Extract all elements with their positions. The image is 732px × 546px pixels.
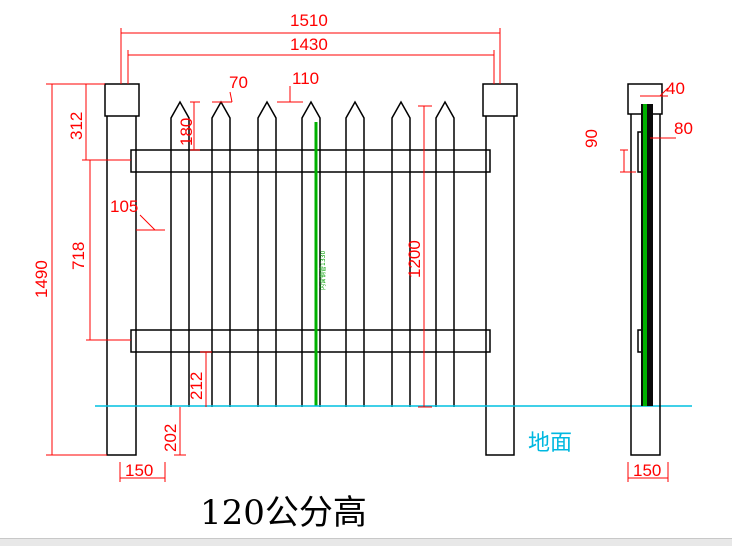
picket [435, 100, 455, 407]
dim-side-picket: 80 [674, 119, 693, 138]
dim-side-post-width: 150 [633, 461, 661, 480]
left-post [104, 83, 140, 456]
dim-buried-depth: 202 [161, 424, 180, 452]
dim-total-width: 1510 [290, 11, 328, 30]
picket [170, 100, 190, 407]
drawing-caption: 120公分高 [200, 493, 367, 533]
right-post [482, 83, 518, 456]
picket [345, 100, 365, 407]
top-rail [130, 149, 491, 173]
dim-bottom-clearance: 212 [187, 372, 206, 400]
dim-side-top: 40 [666, 79, 685, 98]
side-dimension-lines [620, 87, 676, 482]
dim-rail-thickness: 105 [110, 197, 138, 216]
picket [257, 100, 277, 407]
dim-post-top-offset: 312 [67, 112, 86, 140]
side-steel-core [641, 104, 653, 406]
picket [211, 100, 231, 407]
bottom-rail [130, 329, 491, 353]
dim-picket-gap: 110 [292, 69, 319, 88]
picket [301, 100, 321, 407]
dim-inner-width: 1430 [290, 35, 328, 54]
dim-rail-spacing: 718 [69, 242, 88, 270]
bottom-scrollbar[interactable] [0, 538, 732, 546]
dim-side-rail: 90 [582, 129, 601, 148]
picket [391, 100, 411, 407]
dim-picket-height: 1200 [405, 240, 424, 278]
dim-post-total-height: 1490 [32, 260, 51, 298]
dim-post-width-front: 150 [125, 461, 153, 480]
rails [130, 149, 491, 353]
dimension-lines [46, 28, 501, 482]
dim-picket-width: 70 [229, 73, 248, 92]
ground-label: 地面 [528, 431, 572, 456]
steel-core-label: 内含钢管1330 [319, 251, 327, 290]
dim-tip-height: 180 [177, 118, 196, 146]
